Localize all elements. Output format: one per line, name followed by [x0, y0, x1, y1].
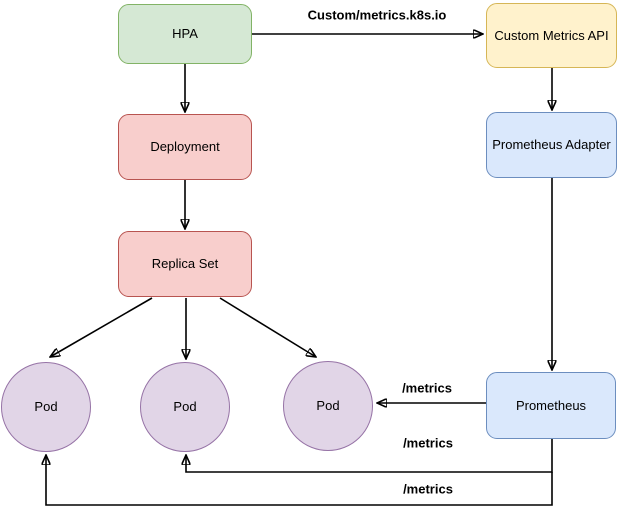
pod-node-3: Pod — [283, 361, 373, 451]
pod-node-1: Pod — [1, 362, 91, 452]
custom-metrics-api-node-label: Custom Metrics API — [494, 27, 609, 43]
hpa-node: HPA — [118, 4, 252, 64]
hpa-node-label: HPA — [172, 26, 198, 42]
deployment-node-label: Deployment — [150, 139, 220, 155]
arrow-prometheus-to-pod2 — [186, 439, 553, 473]
deployment-node: Deployment — [118, 114, 252, 180]
custom-metrics-api-node: Custom Metrics API — [486, 3, 617, 68]
arrow-prometheus-to-pod1 — [46, 455, 553, 506]
edge-label-metrics-pod2: /metrics — [401, 435, 455, 451]
prometheus-adapter-node-label: Prometheus Adapter — [492, 137, 611, 153]
replica-set-node: Replica Set — [118, 231, 252, 297]
prometheus-node: Prometheus — [486, 372, 616, 439]
pod-node-1-label: Pod — [34, 399, 58, 415]
prometheus-node-label: Prometheus — [515, 397, 587, 413]
edge-label-metrics-pod3: /metrics — [400, 380, 454, 396]
replica-set-node-label: Replica Set — [151, 256, 219, 272]
edge-label-metrics-pod1: /metrics — [401, 481, 455, 497]
pod-node-2: Pod — [140, 362, 230, 452]
prometheus-adapter-node: Prometheus Adapter — [486, 112, 617, 178]
arrow-replica-set-to-pod1 — [50, 297, 153, 357]
arrow-replica-set-to-pod3 — [219, 297, 316, 357]
pod-node-3-label: Pod — [316, 398, 340, 414]
edge-label-custom-metrics-api-path: Custom/metrics.k8s.io — [305, 7, 449, 23]
pod-node-2-label: Pod — [173, 399, 197, 415]
